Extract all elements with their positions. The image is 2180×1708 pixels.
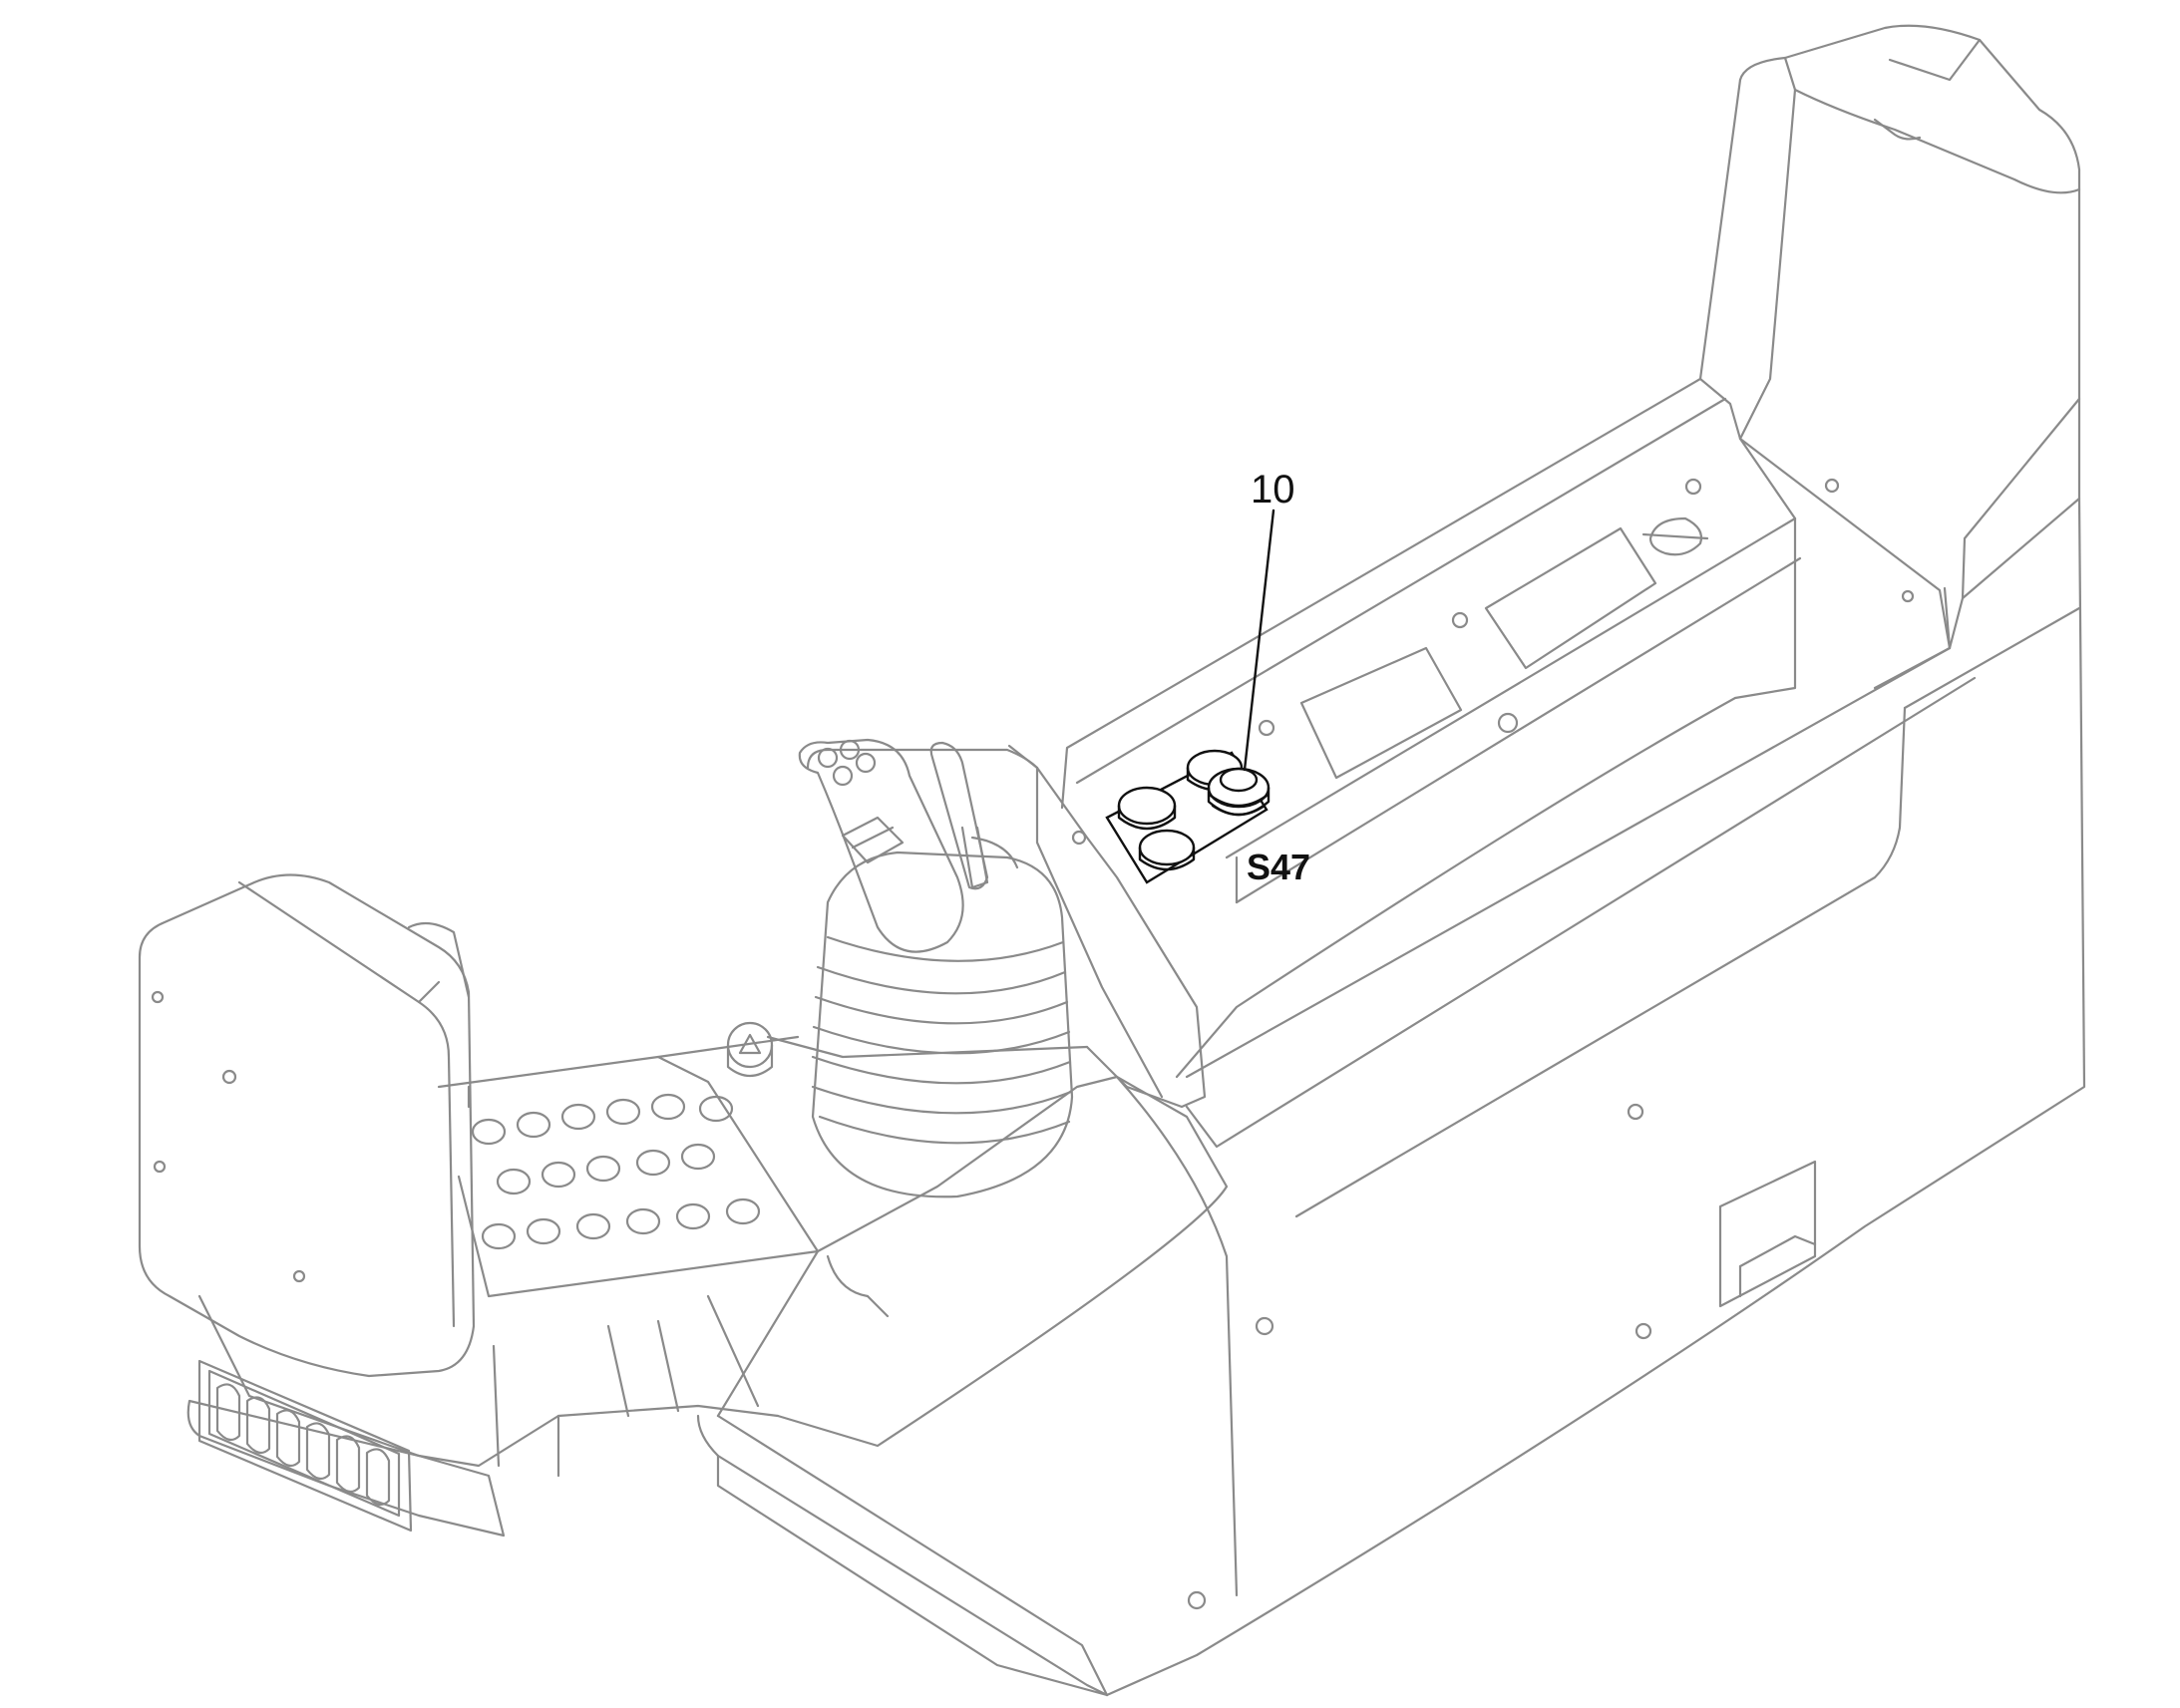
rocker-switch xyxy=(245,1396,271,1455)
rocker-switch-bank xyxy=(197,1359,413,1533)
switch-button xyxy=(1117,786,1177,831)
triangle-button xyxy=(726,1021,774,1078)
rear-housing xyxy=(1698,24,2081,690)
rocker-switch xyxy=(365,1448,391,1507)
armrest xyxy=(138,873,476,1378)
callout-item-number: 10 xyxy=(1251,468,1295,512)
rocker-switch xyxy=(335,1435,361,1494)
keypad-button-grid xyxy=(471,1093,761,1250)
rocker-switch xyxy=(305,1422,331,1481)
console-lower-body xyxy=(186,1075,1817,1697)
rocker-switch xyxy=(275,1409,301,1468)
rocker-switch xyxy=(215,1383,241,1442)
component-code-label: S47 xyxy=(1247,847,1310,887)
switch-plate xyxy=(1105,749,1271,884)
callout-leader-line xyxy=(1243,509,1275,772)
switch-s47-button xyxy=(1207,767,1271,817)
switch-button xyxy=(1138,829,1196,871)
keypad-panel xyxy=(437,1035,820,1298)
console-top-deck xyxy=(1060,377,2086,1697)
